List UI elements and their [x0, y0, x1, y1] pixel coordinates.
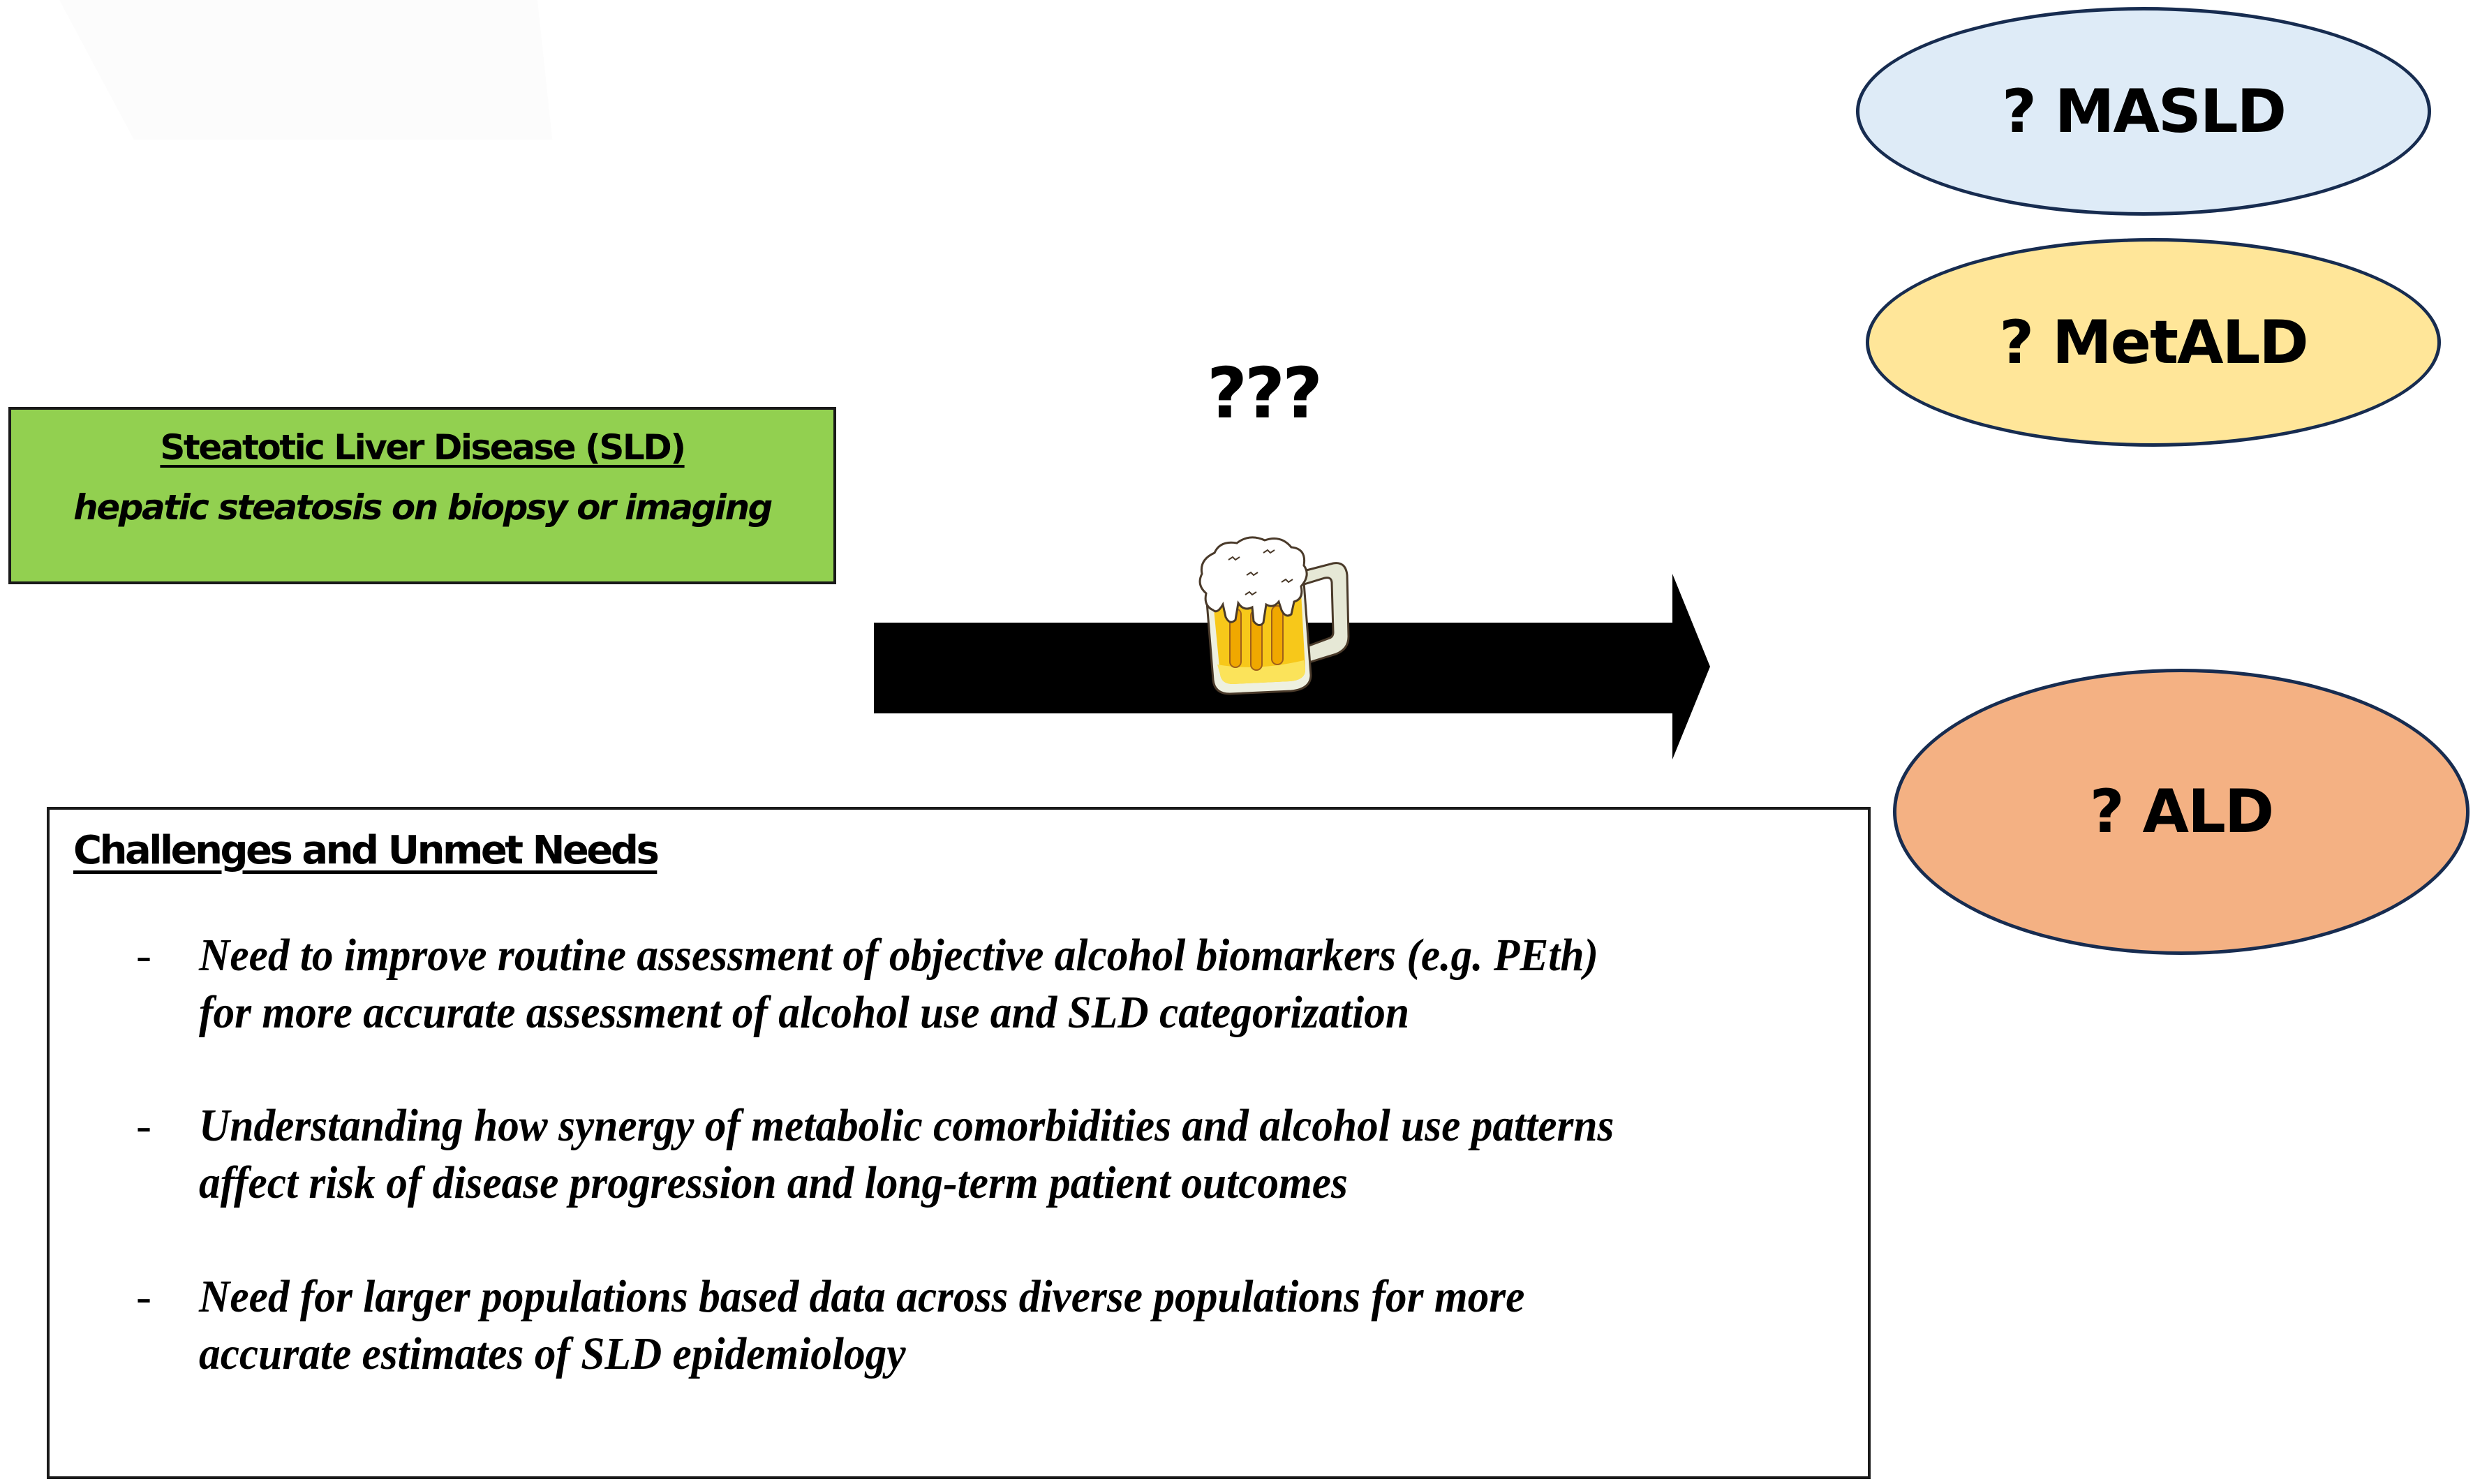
challenge-item-line: for more accurate assessment of alcohol … — [199, 987, 1410, 1038]
bullet-dash: - — [136, 1100, 151, 1151]
outcome-metald-ellipse: ? MetALD — [1866, 238, 2441, 447]
outcome-masld-label: ? MASLD — [2001, 76, 2287, 147]
sld-box — [8, 407, 836, 584]
challenges-box — [47, 807, 1871, 1479]
beer-mug-icon — [1198, 536, 1350, 695]
challenge-item-line: Need for larger populations based data a… — [199, 1271, 1525, 1322]
outcome-ald-ellipse: ? ALD — [1893, 669, 2470, 955]
challenge-item-line: affect risk of disease progression and l… — [199, 1157, 1348, 1208]
challenge-item-line: Need to improve routine assessment of ob… — [199, 930, 1598, 981]
bullet-dash: - — [136, 930, 151, 981]
sld-subtitle: hepatic steatosis on biopsy or imaging — [73, 487, 773, 528]
background-shape — [59, 0, 553, 140]
challenge-item-line: accurate estimates of SLD epidemiology — [199, 1328, 906, 1379]
challenges-heading: Challenges and Unmet Needs — [73, 828, 660, 873]
outcome-metald-label: ? MetALD — [1999, 307, 2309, 378]
sld-title: Steatotic Liver Disease (SLD) — [160, 427, 686, 468]
outcome-ald-label: ? ALD — [2089, 777, 2275, 847]
outcome-masld-ellipse: ? MASLD — [1856, 7, 2431, 216]
challenge-item-line: Understanding how synergy of metabolic c… — [199, 1100, 1614, 1151]
transition-label: ??? — [1206, 353, 1323, 434]
bullet-dash: - — [136, 1271, 151, 1322]
